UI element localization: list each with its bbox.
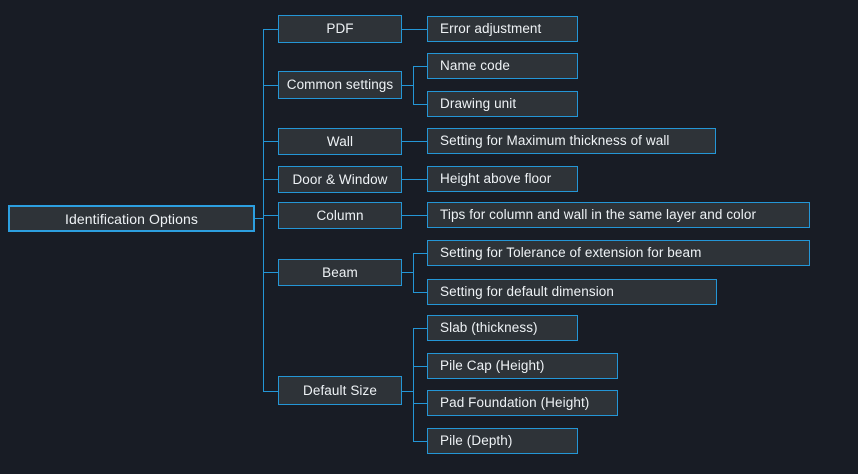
- connector-root-stub: [255, 218, 264, 219]
- connector-default-size-stem: [402, 391, 413, 392]
- leaf-node-beam-extension-tolerance[interactable]: Setting for Tolerance of extension for b…: [427, 240, 810, 266]
- connector-common-settings-to-drawing-unit: [413, 104, 427, 105]
- connector-common-settings-to-name-code: [413, 66, 427, 67]
- root-node-identification-options[interactable]: Identification Options: [8, 205, 255, 232]
- connector-common-settings-stem: [402, 85, 413, 86]
- connector-main-trunk: [263, 29, 264, 391]
- leaf-node-drawing-unit[interactable]: Drawing unit: [427, 91, 578, 117]
- connector-trunk-to-column: [263, 215, 278, 216]
- connector-trunk-to-beam: [263, 272, 278, 273]
- leaf-node-pile-cap-height[interactable]: Pile Cap (Height): [427, 353, 618, 379]
- branch-node-wall[interactable]: Wall: [278, 128, 402, 155]
- connector-trunk-to-pdf: [263, 29, 278, 30]
- connector-beam-bracket: [413, 253, 414, 292]
- connector-default-size-to-pile-cap: [413, 366, 427, 367]
- leaf-node-beam-default-dimension[interactable]: Setting for default dimension: [427, 279, 717, 305]
- leaf-node-slab-thickness[interactable]: Slab (thickness): [427, 315, 578, 341]
- branch-node-pdf[interactable]: PDF: [278, 15, 402, 43]
- leaf-node-pad-foundation-height[interactable]: Pad Foundation (Height): [427, 390, 618, 416]
- connector-wall-to-children: [402, 141, 427, 142]
- connector-trunk-to-common-settings: [263, 85, 278, 86]
- connector-pdf-to-children: [402, 29, 427, 30]
- branch-node-door-window[interactable]: Door & Window: [278, 166, 402, 193]
- connector-default-size-to-pile-depth: [413, 441, 427, 442]
- leaf-node-name-code[interactable]: Name code: [427, 53, 578, 79]
- connector-default-size-to-pad-foundation: [413, 403, 427, 404]
- branch-node-default-size[interactable]: Default Size: [278, 376, 402, 405]
- connector-trunk-to-wall: [263, 141, 278, 142]
- leaf-node-error-adjustment[interactable]: Error adjustment: [427, 16, 578, 42]
- connector-default-size-to-slab: [413, 328, 427, 329]
- leaf-node-height-above-floor[interactable]: Height above floor: [427, 166, 578, 192]
- branch-node-column[interactable]: Column: [278, 202, 402, 229]
- leaf-node-max-wall-thickness[interactable]: Setting for Maximum thickness of wall: [427, 128, 716, 154]
- connector-door-window-to-children: [402, 179, 427, 180]
- branch-node-common-settings[interactable]: Common settings: [278, 71, 402, 99]
- connector-default-size-bracket: [413, 328, 414, 441]
- connector-beam-to-tolerance: [413, 253, 427, 254]
- connector-beam-stem: [402, 272, 413, 273]
- connector-trunk-to-default-size: [263, 391, 278, 392]
- connector-beam-to-default-dimension: [413, 292, 427, 293]
- connector-column-to-children: [402, 215, 427, 216]
- branch-node-beam[interactable]: Beam: [278, 259, 402, 286]
- connector-common-settings-bracket: [413, 66, 414, 104]
- connector-trunk-to-door-window: [263, 179, 278, 180]
- leaf-node-column-wall-same-layer-tip[interactable]: Tips for column and wall in the same lay…: [427, 202, 810, 228]
- leaf-node-pile-depth[interactable]: Pile (Depth): [427, 428, 578, 454]
